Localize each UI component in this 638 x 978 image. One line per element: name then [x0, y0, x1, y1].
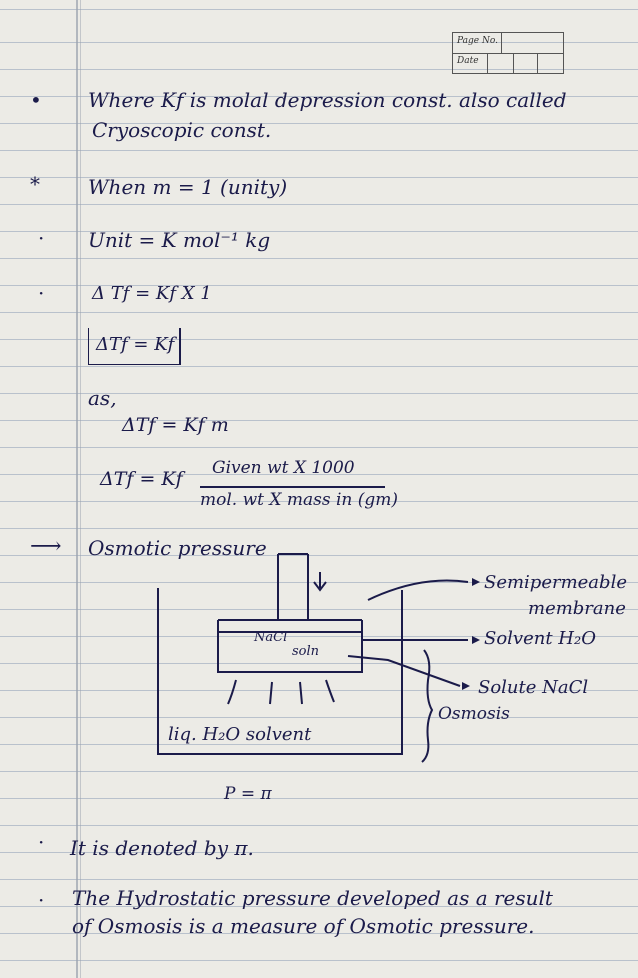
label-semipermeable: Semipermeable	[484, 572, 627, 593]
section-heading-osmotic: Osmotic pressure	[88, 536, 267, 560]
label-solute: Solute NaCl	[478, 677, 589, 698]
date-label: Date	[457, 56, 479, 66]
note-as: as,	[88, 386, 117, 410]
note-eq2: ΔTf = Kf m	[122, 414, 229, 436]
inner-nacl: NaCl	[254, 630, 288, 645]
note-line-kf: Where Kf is molal depression const. also…	[88, 88, 567, 112]
margin-line	[76, 0, 78, 978]
note-when-m1: When m = 1 (unity)	[88, 175, 288, 199]
bullet-dot: ·	[38, 281, 45, 305]
note-unit: Unit = K mol⁻¹ kg	[88, 228, 271, 252]
bullet-dot: •	[30, 88, 42, 112]
bullet-star: *	[30, 172, 40, 196]
bullet-dot: ·	[38, 226, 45, 250]
note-eq1: Δ Tf = Kf X 1	[92, 283, 212, 304]
label-osmosis: Osmosis	[438, 704, 510, 724]
formula-p-pi: P = π	[224, 784, 272, 804]
bullet-dot: ·	[38, 830, 45, 854]
note-eq3-lhs: ΔTf = Kf	[100, 468, 183, 490]
note-eq3-numerator: Given wt X 1000	[212, 458, 355, 478]
label-membrane: membrane	[528, 598, 626, 619]
bullet-dot: ·	[38, 888, 45, 912]
margin-line-inner	[80, 0, 81, 978]
note-hydrostatic-2: of Osmosis is a measure of Osmotic press…	[72, 914, 535, 938]
inner-soln: soln	[292, 644, 320, 659]
page-no-label: Page No.	[457, 36, 498, 46]
note-denoted: It is denoted by π.	[70, 836, 254, 860]
note-hydrostatic-1: The Hydrostatic pressure developed as a …	[72, 886, 553, 910]
boxed-equation	[88, 328, 181, 365]
label-solvent: Solvent H₂O	[484, 628, 596, 649]
note-eq3-denominator: mol. wt X mass in (gm)	[200, 490, 399, 510]
liquid-label: liq. H₂O solvent	[168, 724, 312, 745]
note-boxed: ΔTf = Kf	[96, 334, 175, 355]
bullet-arrow: ⟶	[30, 534, 62, 559]
page-date-box: Page No. Date	[452, 32, 564, 74]
note-line-cryoscopic: Cryoscopic const.	[92, 118, 272, 142]
